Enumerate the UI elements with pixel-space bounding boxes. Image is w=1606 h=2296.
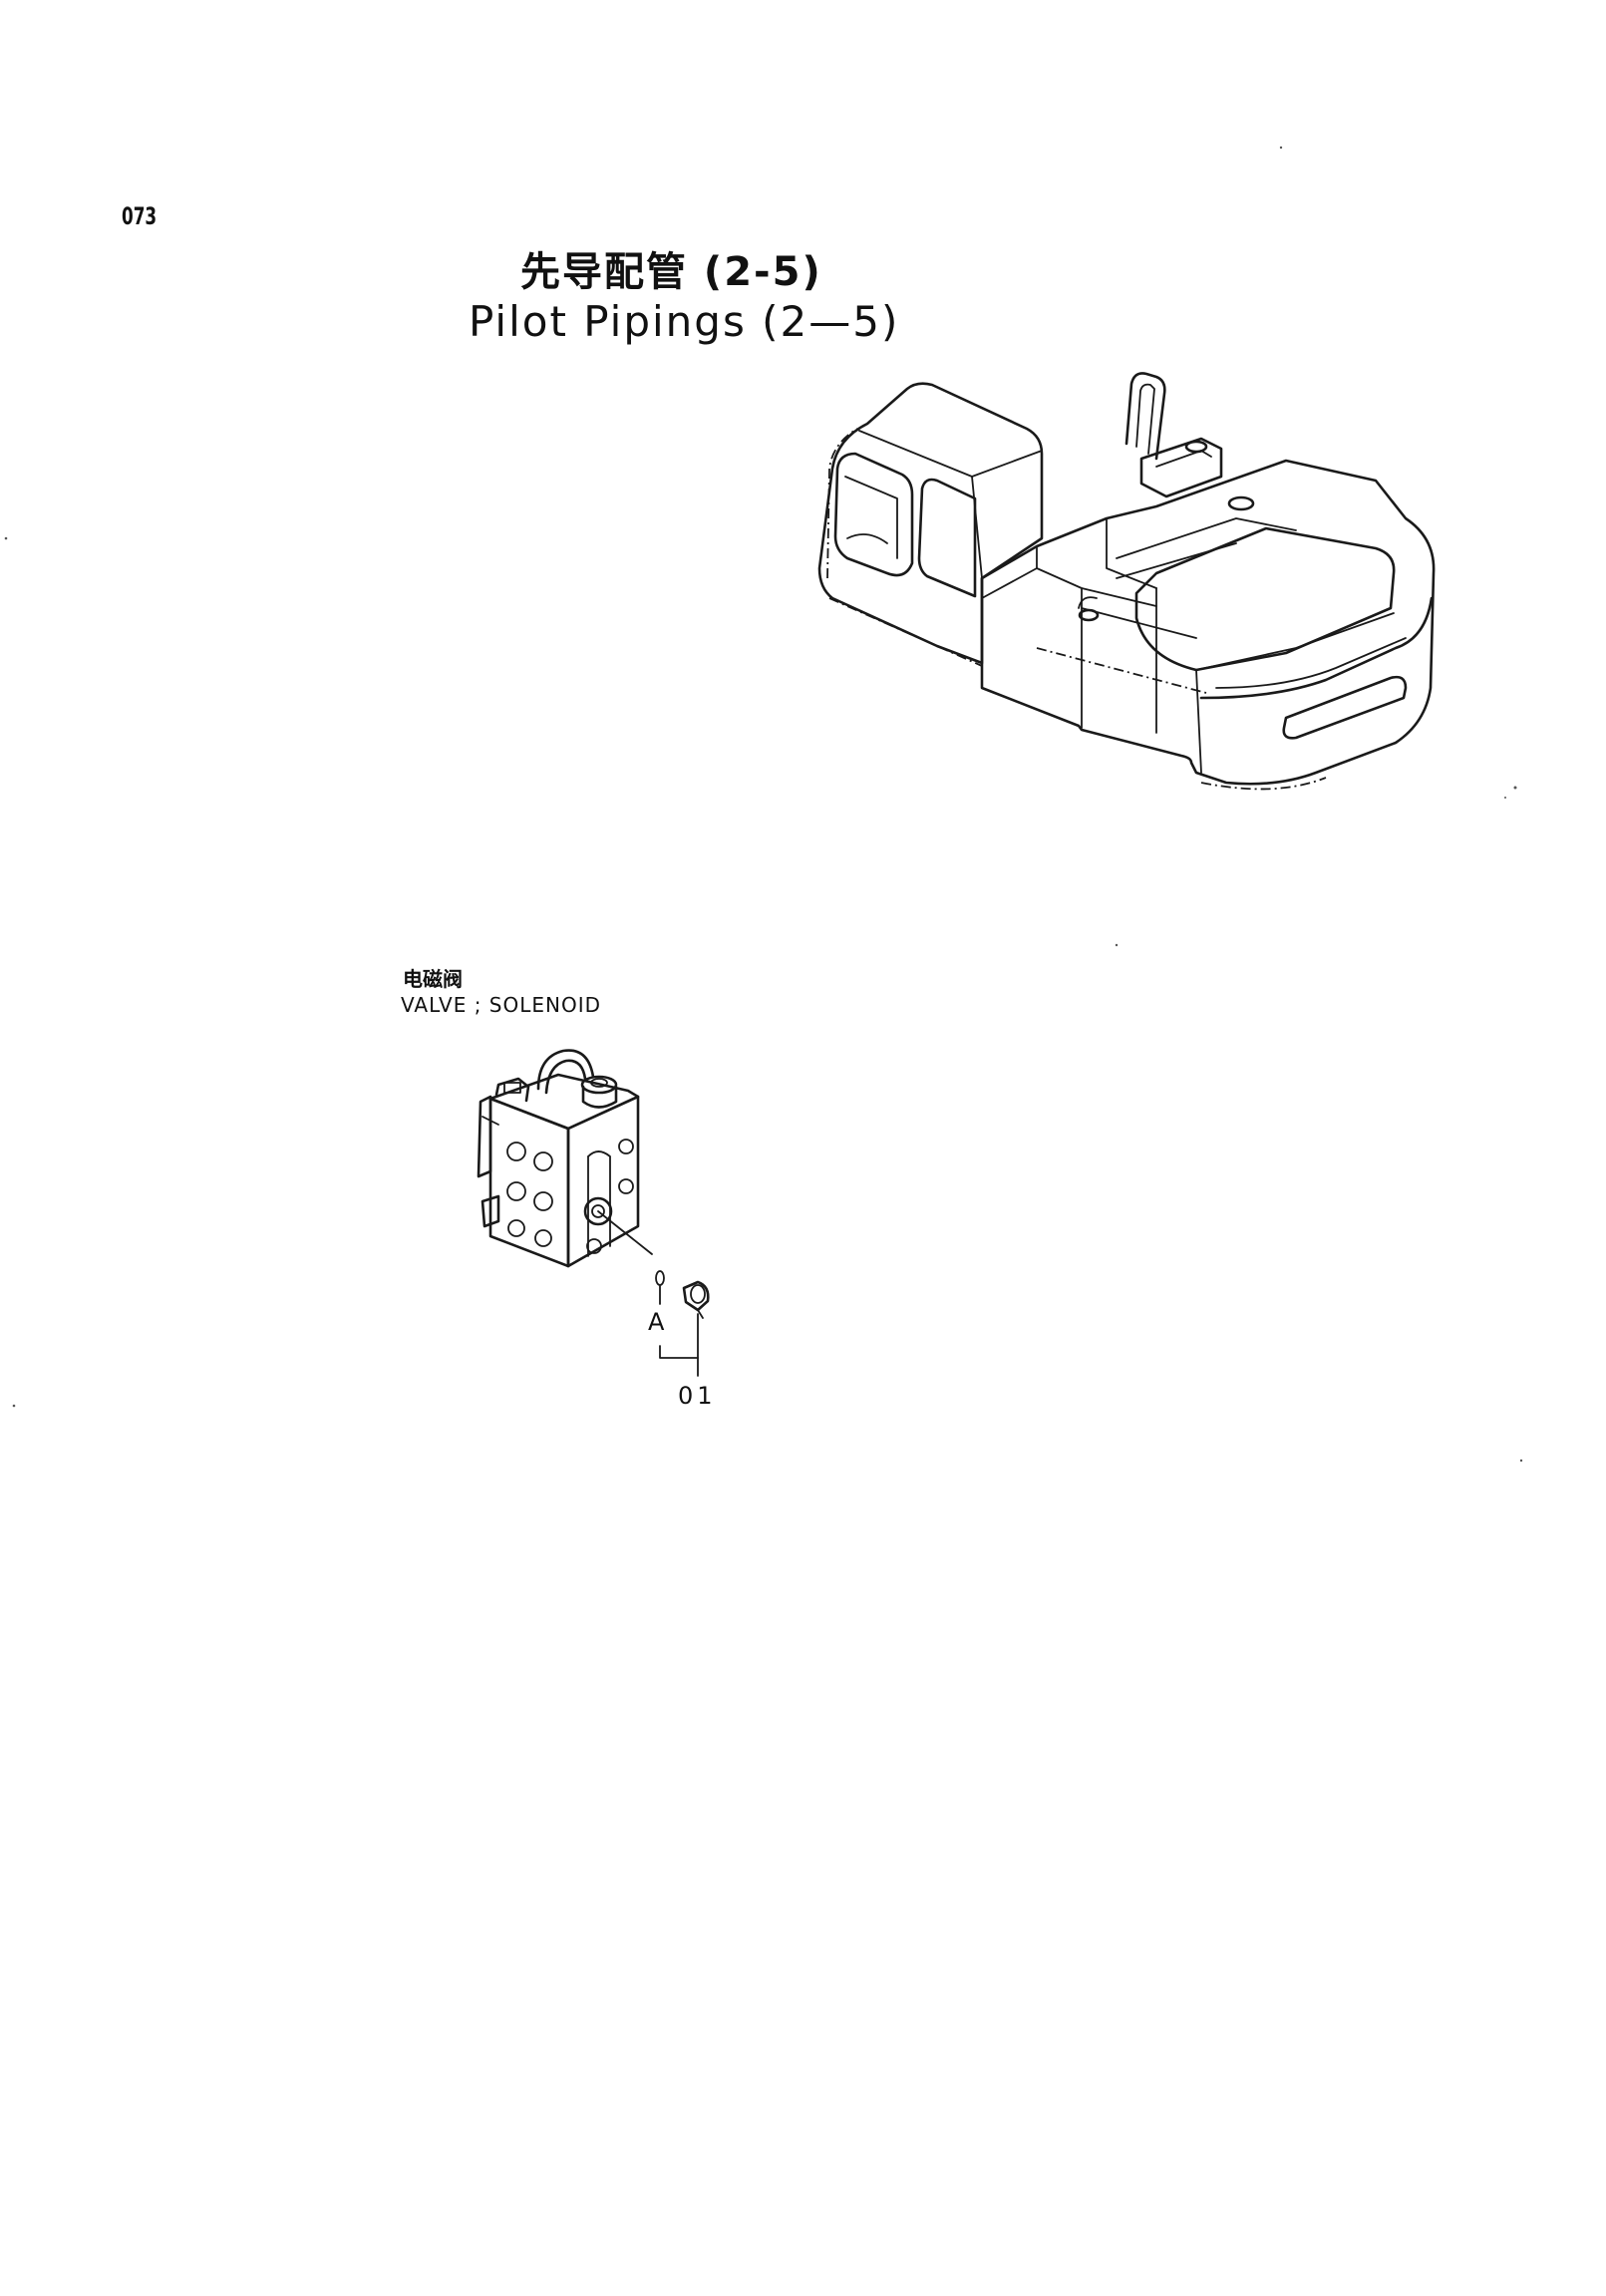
part-name-chinese: 电磁阀 [403, 967, 463, 991]
excavator-upper-structure-icon [817, 372, 1436, 791]
callout-item-number: 01 [678, 1382, 717, 1410]
solenoid-valve-icon [477, 1049, 710, 1377]
callout-a: A [648, 1308, 665, 1336]
title-english: Pilot Pipings (2—5) [469, 297, 900, 346]
scan-specks [4, 146, 1523, 1463]
title-chinese: 先导配管 (2-5) [520, 249, 822, 295]
page-number: 073 [122, 202, 158, 230]
part-name-english: VALVE ; SOLENOID [401, 993, 602, 1017]
